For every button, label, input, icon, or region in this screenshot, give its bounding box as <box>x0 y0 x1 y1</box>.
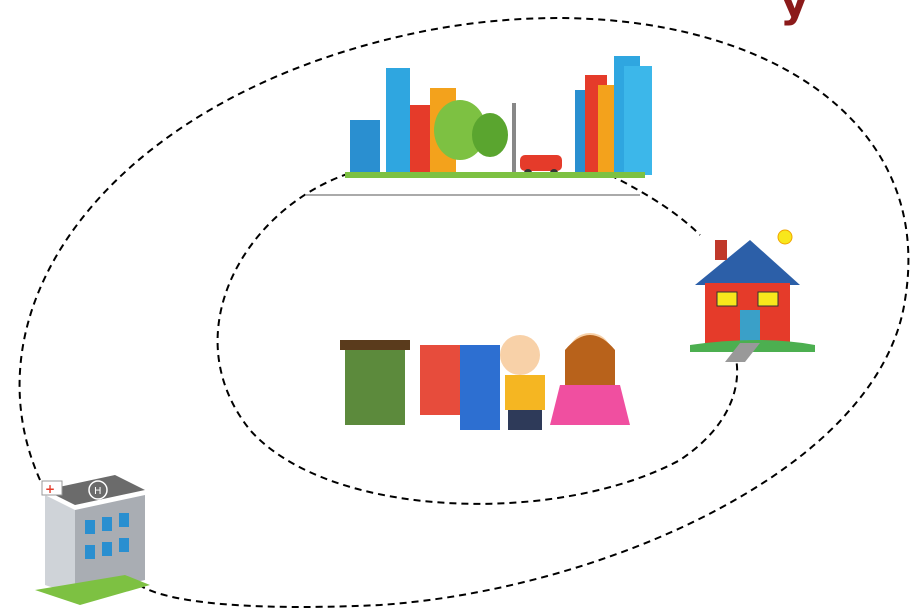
family-icon <box>340 333 630 430</box>
inner-orbit <box>216 169 739 505</box>
svg-text:+: + <box>45 482 55 496</box>
house-icon <box>690 229 815 362</box>
outer-orbit <box>18 17 910 608</box>
svg-text:H: H <box>94 486 102 497</box>
city-skyline-icon <box>305 56 652 196</box>
inner-orbit-top <box>609 174 701 236</box>
title-fragment: y <box>780 0 809 27</box>
hospital-icon: H + <box>35 475 150 605</box>
